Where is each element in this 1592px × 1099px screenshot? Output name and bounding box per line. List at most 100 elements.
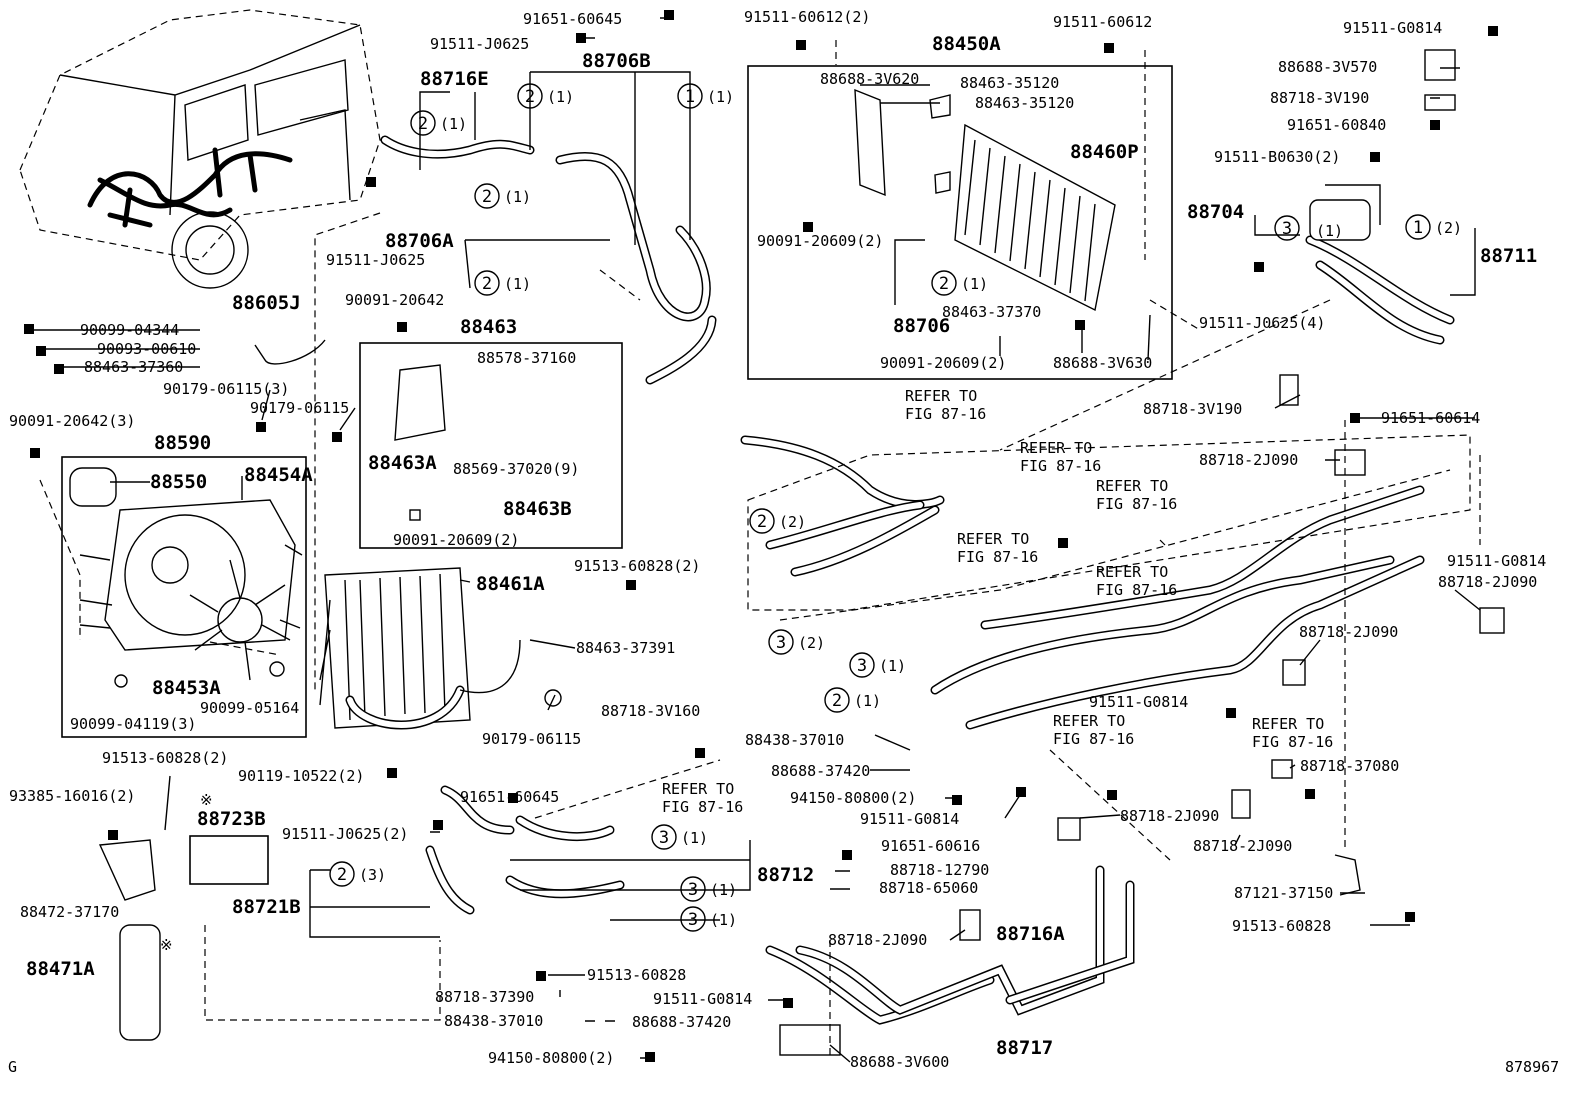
- label-90091-20642: 90091-20642: [345, 291, 444, 309]
- svg-text:2: 2: [482, 187, 492, 207]
- bolt-icons: [24, 10, 1498, 1062]
- fan-assembly-drawing: [69, 467, 303, 681]
- label-90099-05164: 90099-05164: [200, 699, 299, 717]
- label-88453A: 88453A: [152, 677, 221, 699]
- svg-text:3: 3: [659, 828, 669, 848]
- label-88706A: 88706A: [385, 230, 454, 252]
- label-90091-20609-2c: 90091-20609(2): [880, 354, 1006, 372]
- label-88463-35120-b: 88463-35120: [975, 94, 1074, 112]
- svg-text:(1): (1): [710, 911, 737, 929]
- diagram-id: 878967: [1505, 1058, 1559, 1076]
- label-88706B: 88706B: [582, 50, 651, 72]
- label-88438-37010-b: 88438-37010: [444, 1012, 543, 1030]
- label-88450A: 88450A: [932, 33, 1001, 55]
- label-88463A: 88463A: [368, 452, 437, 474]
- label-88688-37420-a: 88688-37420: [771, 762, 870, 780]
- label-91511-G0814-tr: 91511-G0814: [1343, 19, 1442, 37]
- label-88718-37080: 88718-37080: [1300, 757, 1399, 775]
- label-88471A: 88471A: [26, 958, 95, 980]
- label-91511-J0625-mid: 91511-J0625: [326, 251, 425, 269]
- label-93385-16016: 93385-16016(2): [9, 787, 135, 805]
- part-labels: 91651-60645 91511-J0625 88706B 88716E 88…: [9, 8, 1546, 1071]
- svg-text:(2): (2): [798, 634, 825, 652]
- label-94150-80800-a: 94150-80800(2): [790, 789, 916, 807]
- label-91511-G0814-r: 91511-G0814: [1447, 552, 1546, 570]
- svg-text:(1): (1): [440, 115, 467, 133]
- svg-text:3: 3: [776, 633, 786, 653]
- phantom-lines: [39, 40, 1481, 1055]
- label-90091-20609-2b: 90091-20609(2): [393, 531, 519, 549]
- svg-text:2: 2: [418, 114, 428, 134]
- label-90091-20642-3: 90091-20642(3): [9, 412, 135, 430]
- label-90099-04344: 90099-04344: [80, 321, 179, 339]
- label-88706: 88706: [893, 315, 950, 337]
- label-90093-00610: 90093-00610: [97, 340, 196, 358]
- label-88723B: 88723B: [197, 808, 266, 830]
- note-mark-1: ※: [200, 791, 213, 809]
- label-88716A: 88716A: [996, 923, 1065, 945]
- label-88711: 88711: [1480, 245, 1537, 267]
- label-91651-60645-b: 91651-60645: [460, 788, 559, 806]
- condenser-88460p-drawing: [854, 88, 1116, 312]
- label-91651-60840: 91651-60840: [1287, 116, 1386, 134]
- label-91511-G0814-m: 91511-G0814: [1089, 693, 1188, 711]
- label-88718-3V190-a: 88718-3V190: [1270, 89, 1369, 107]
- label-94150-80800-b: 94150-80800(2): [488, 1049, 614, 1067]
- label-90179-06115-b: 90179-06115: [482, 730, 581, 748]
- label-88712: 88712: [757, 864, 814, 886]
- label-88718-2J090-c: 88718-2J090: [1299, 623, 1398, 641]
- 88463-kit-box: [359, 342, 623, 549]
- svg-text:(1): (1): [504, 275, 531, 293]
- svg-text:(1): (1): [681, 829, 708, 847]
- label-88718-3V190-b: 88718-3V190: [1143, 400, 1242, 418]
- label-88688-3V620: 88688-3V620: [820, 70, 919, 88]
- label-91511-J0625: 91511-J0625: [430, 35, 529, 53]
- svg-text:(1): (1): [707, 88, 734, 106]
- label-91511-B0630: 91511-B0630(2): [1214, 148, 1340, 166]
- label-88688-37420-b: 88688-37420: [632, 1013, 731, 1031]
- pipes: [380, 135, 1455, 1025]
- label-88718-65060: 88718-65060: [879, 879, 978, 897]
- label-91511-J0625-4: 91511-J0625(4): [1199, 314, 1325, 332]
- label-88718-3V160: 88718-3V160: [601, 702, 700, 720]
- condenser-drawing: [319, 567, 521, 730]
- label-88688-3V570: 88688-3V570: [1278, 58, 1377, 76]
- svg-text:(1): (1): [547, 88, 574, 106]
- label-91511-G0814-b: 91511-G0814: [653, 990, 752, 1008]
- svg-text:3: 3: [857, 656, 867, 676]
- label-90091-20609-2a: 90091-20609(2): [757, 232, 883, 250]
- label-88550: 88550: [150, 471, 207, 493]
- label-88718-2J090-e: 88718-2J090: [1193, 837, 1292, 855]
- svg-text:2: 2: [482, 274, 492, 294]
- label-91511-J0625-2: 91511-J0625(2): [282, 825, 408, 843]
- label-91511-60612-2: 91511-60612(2): [744, 8, 870, 26]
- label-88438-37010-a: 88438-37010: [745, 731, 844, 749]
- svg-text:(1): (1): [710, 881, 737, 899]
- label-88718-2J090-b: 88718-2J090: [1438, 573, 1537, 591]
- label-88454A: 88454A: [244, 464, 313, 486]
- label-88578-37160: 88578-37160: [477, 349, 576, 367]
- label-90119-10522: 90119-10522(2): [238, 767, 364, 785]
- label-91511-60612: 91511-60612: [1053, 13, 1152, 31]
- note-mark-2: ※: [160, 936, 173, 954]
- label-91513-60828-d: 91513-60828: [1232, 917, 1331, 935]
- small-parts: [98, 49, 1505, 1056]
- label-88704: 88704: [1187, 201, 1244, 223]
- svg-text:2: 2: [939, 274, 949, 294]
- svg-text:(1): (1): [504, 188, 531, 206]
- label-91651-60614: 91651-60614: [1381, 409, 1480, 427]
- svg-text:1: 1: [1413, 218, 1423, 238]
- label-88590: 88590: [154, 432, 211, 454]
- label-91651-60645: 91651-60645: [523, 10, 622, 28]
- label-88718-12790: 88718-12790: [890, 861, 989, 879]
- label-90099-04119: 90099-04119(3): [70, 715, 196, 733]
- svg-text:(2): (2): [779, 513, 806, 531]
